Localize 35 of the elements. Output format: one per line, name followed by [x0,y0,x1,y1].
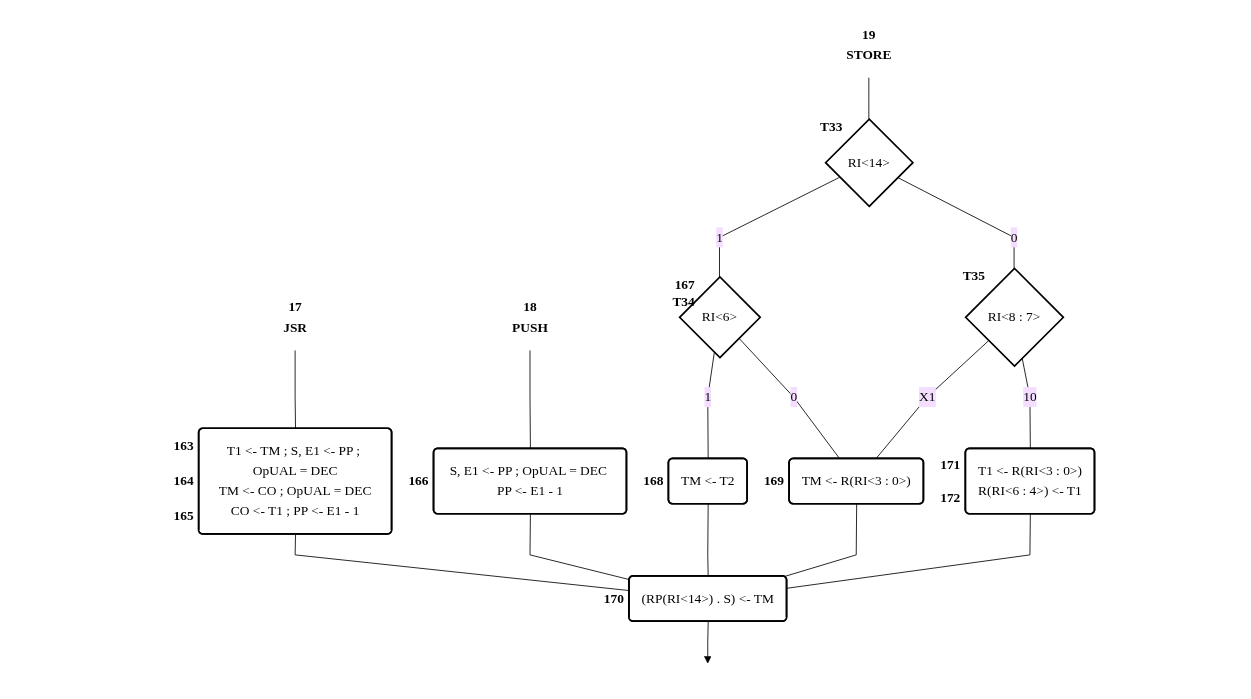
node-label: 165 [173,508,194,524]
connector [897,176,1015,269]
node-label: 166 [408,472,429,488]
connector [707,503,709,577]
connector [783,503,857,577]
edge-label: 0 [1010,229,1018,244]
node-text: 17 JSR [283,299,307,334]
connector [875,339,989,459]
connector [718,176,841,277]
node-text: 19 STORE [846,26,892,61]
node-label: T34 [672,293,695,309]
node-text: 18 PUSH [511,299,548,334]
connector [294,349,296,429]
edge-label: 0 [790,389,797,404]
node-label: 164 [173,472,194,488]
edge-label: 1 [716,229,723,244]
edge-label: 1 [704,389,711,404]
node-label: T33 [819,118,843,134]
node-label: 163 [173,437,194,453]
edge-label: X1 [918,389,936,404]
node-label: T35 [962,267,985,283]
node-label: 168 [643,472,664,488]
edge-label: 10 [1023,389,1037,404]
node-label: 169 [763,472,784,488]
node-label: 167 [674,276,695,292]
connector [786,513,1031,589]
connector [529,513,630,580]
connector [868,76,870,119]
connector [1021,357,1031,449]
node-label: 171 [940,456,961,472]
connector [707,351,715,459]
node-label: 170 [603,590,624,606]
node-label: 172 [940,489,961,505]
connector [738,337,841,459]
connector [529,349,531,449]
